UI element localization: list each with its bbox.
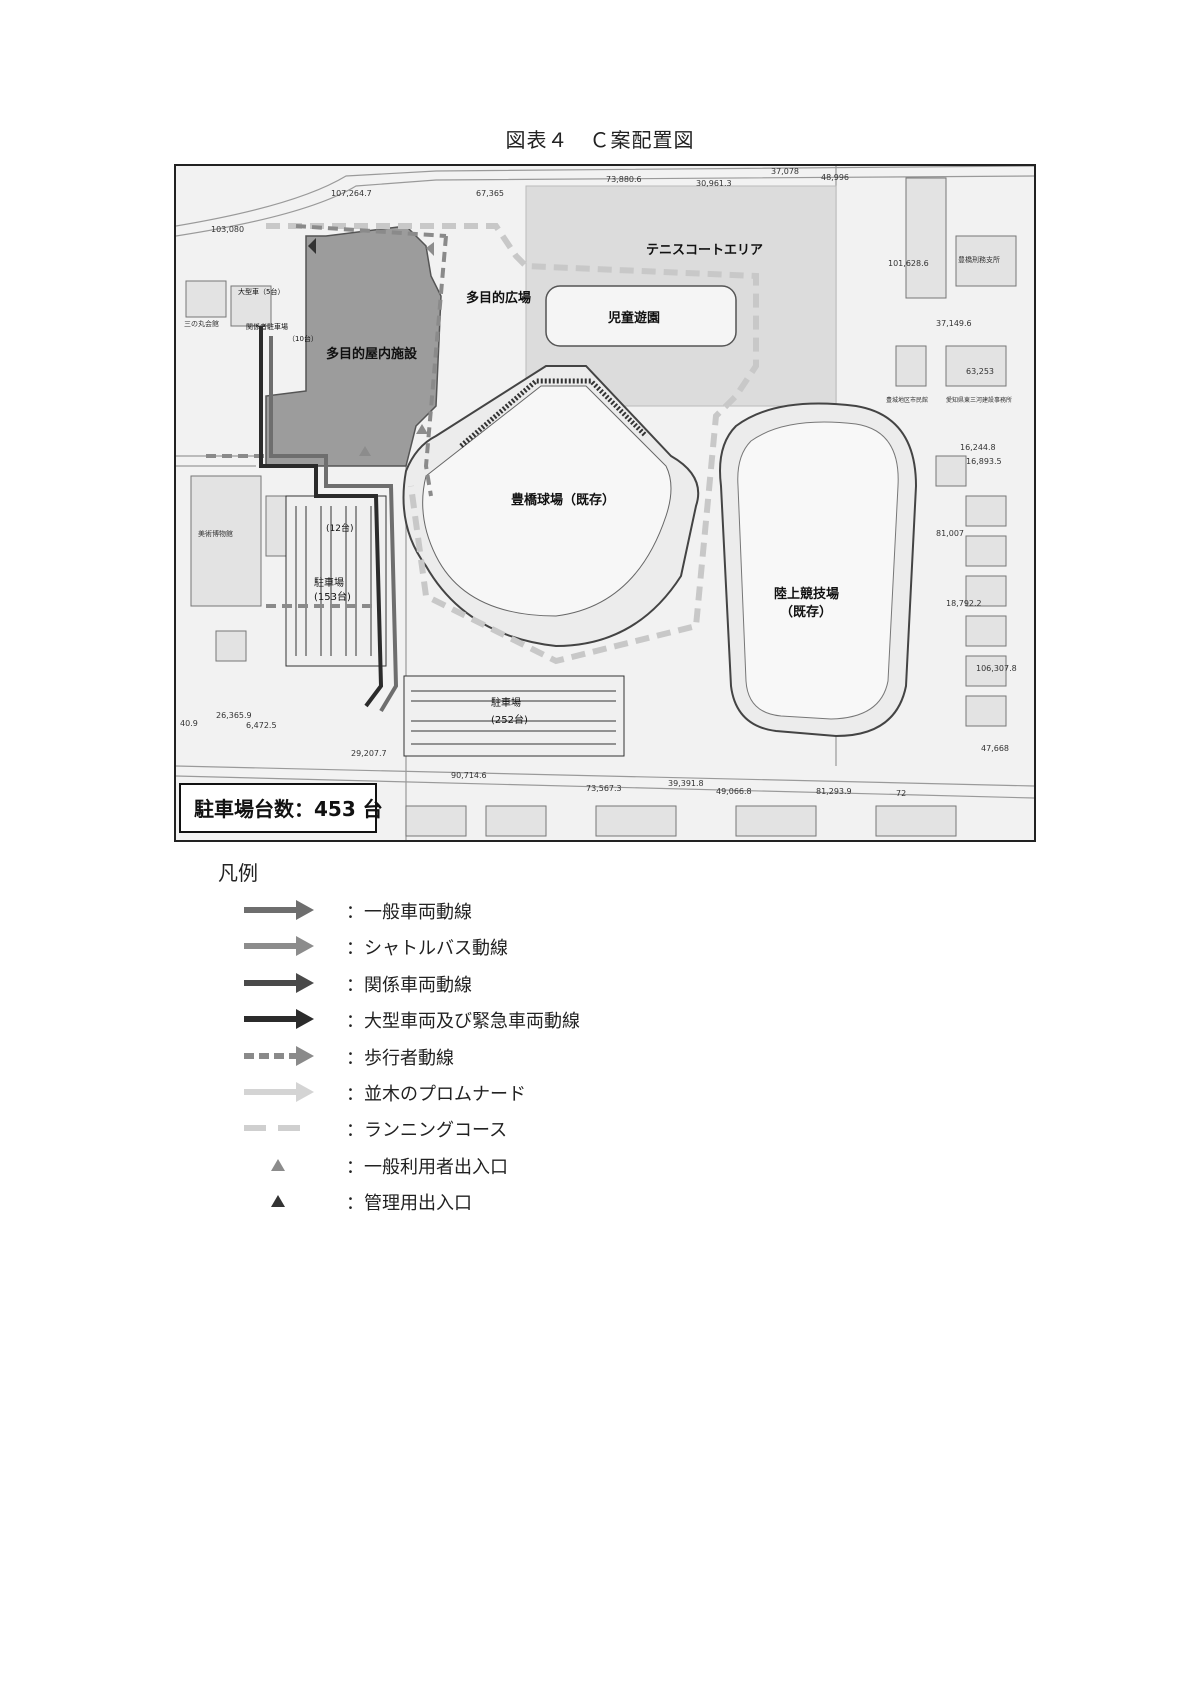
measure-label: 81,007 [936,529,964,538]
parking-west-count: (153台) [314,590,351,603]
parking-south-count: (252台) [491,713,528,726]
measure-label: 47,668 [981,744,1009,753]
legend-item: ：一般車両動線 [240,896,940,924]
legend-label: ：シャトルバス動線 [346,938,508,960]
athletics-label-2: （既存） [780,604,832,620]
site-map: テニスコートエリア 児童遊園 多目的広場 多目的屋内施設 大型車（5台） 関係者… [174,164,1036,842]
related-count-label: （10台） [288,334,318,343]
measure-label: 81,293.9 [816,787,852,796]
measure-label: 40.9 [180,719,198,728]
legend-item: ：一般利用者出入口 [240,1151,940,1179]
legend-symbol-icon [244,972,314,993]
legend-symbol-icon [244,1125,312,1132]
measure-label: 72 [896,789,906,798]
ballpark-label: 豊橋球場（既存） [511,492,615,508]
legend-item: ：関係車両動線 [240,969,940,997]
legend-label: ：管理用出入口 [346,1193,472,1215]
sannomaru-label: 三の丸会館 [184,319,219,328]
measure-label: 16,244.8 [960,443,996,452]
measure-label: 63,253 [966,367,994,376]
legend-symbol-icon [244,936,314,957]
survey-measurements: 107,264.7 103,080 67,365 73,880.6 30,961… [180,167,1017,798]
measure-label: 39,391.8 [668,779,704,788]
measure-label: 18,792.2 [946,599,982,608]
tennis-label: テニスコートエリア [646,243,763,258]
parking-south-label: 駐車場 [491,696,521,709]
office-label: 愛知県東三河建設事務所 [946,396,1012,404]
measure-label: 106,307.8 [976,664,1017,673]
bus-label: (12台) [326,522,353,534]
legend-label: ：歩行者動線 [346,1047,454,1069]
center-label: 豊城地区市民館 [886,396,928,404]
playground-label: 児童遊園 [607,310,660,326]
athletics-label-1: 陸上競技場 [774,586,839,602]
parking-west [285,495,387,667]
legend-item: ：歩行者動線 [240,1042,940,1070]
related-parking-label: 関係者駐車場 [246,322,288,331]
legend-symbol-icon [271,1158,285,1171]
measure-label: 103,080 [211,225,244,234]
surrounding-buildings [185,177,1017,837]
measure-label: 29,207.7 [351,749,387,758]
measure-label: 107,264.7 [331,189,372,198]
legend-item: ：シャトルバス動線 [240,932,940,960]
measure-label: 90,714.6 [451,771,487,780]
playground [545,285,737,347]
running-course [266,223,759,665]
legend-title: 凡例 [218,861,258,885]
measure-label: 73,567.3 [586,784,622,793]
figure-title: 図表４ Ｃ案配置図 [505,128,695,152]
measure-label: 30,961.3 [696,179,732,188]
plaza-label: 多目的広場 [466,290,531,306]
parking-south [403,675,625,757]
measure-label: 26,365.9 [216,711,252,720]
parking-total-box [179,783,377,833]
legend-symbol-icon [244,1082,314,1102]
indoor-facility [265,225,442,467]
measure-label: 67,365 [476,189,504,198]
entrances [308,238,434,456]
parking-west-label: 駐車場 [314,576,344,589]
measure-label: 73,880.6 [606,175,642,184]
parking-total: 駐車場台数：453 台 [194,797,383,821]
museum-label: 美術博物館 [198,529,233,538]
vehicle-route-general [269,336,399,713]
legend-item: ：管理用出入口 [240,1187,940,1215]
pedestrian-route [206,224,448,608]
legend-label: ：一般利用者出入口 [346,1156,508,1178]
indoor-label: 多目的屋内施設 [326,346,418,362]
legend-symbol-icon [271,1195,285,1208]
legend-label: ：一般車両動線 [346,902,472,923]
legend-label: ：大型車両及び緊急車両動線 [346,1011,580,1033]
large-vehicle-label: 大型車（5台） [238,287,284,296]
measure-label: 6,472.5 [246,721,277,730]
branch-office-label: 豊橋刑務支所 [958,255,1000,264]
legend-item: ：大型車両及び緊急車両動線 [240,1005,940,1033]
legend-label: ：ランニングコース [346,1120,508,1142]
athletics-stadium [719,402,918,738]
legend-symbol-icon [244,900,314,920]
legend-label: ：関係車両動線 [346,974,472,996]
legend-symbol-icon [244,1009,314,1030]
measure-label: 37,149.6 [936,319,972,328]
measure-label: 48,996 [821,173,849,182]
measure-label: 49,066.8 [716,787,752,796]
legend-label: ：並木のプロムナード [346,1084,526,1105]
legend-symbol-icon [244,1045,314,1066]
measure-label: 37,078 [771,167,799,176]
measure-label: 101,628.6 [888,259,929,268]
ballpark [402,365,700,648]
legend-item: ：ランニングコース [240,1114,940,1142]
legend-item: ：並木のプロムナード [240,1078,940,1106]
vehicle-route-large [259,326,384,708]
measure-label: 16,893.5 [966,457,1002,466]
